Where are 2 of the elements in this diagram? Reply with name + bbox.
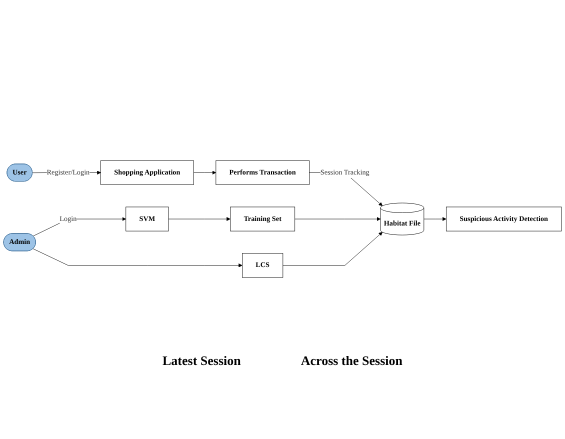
note-label: Across the Session: [300, 353, 402, 369]
note-label: Latest Session: [162, 353, 241, 369]
